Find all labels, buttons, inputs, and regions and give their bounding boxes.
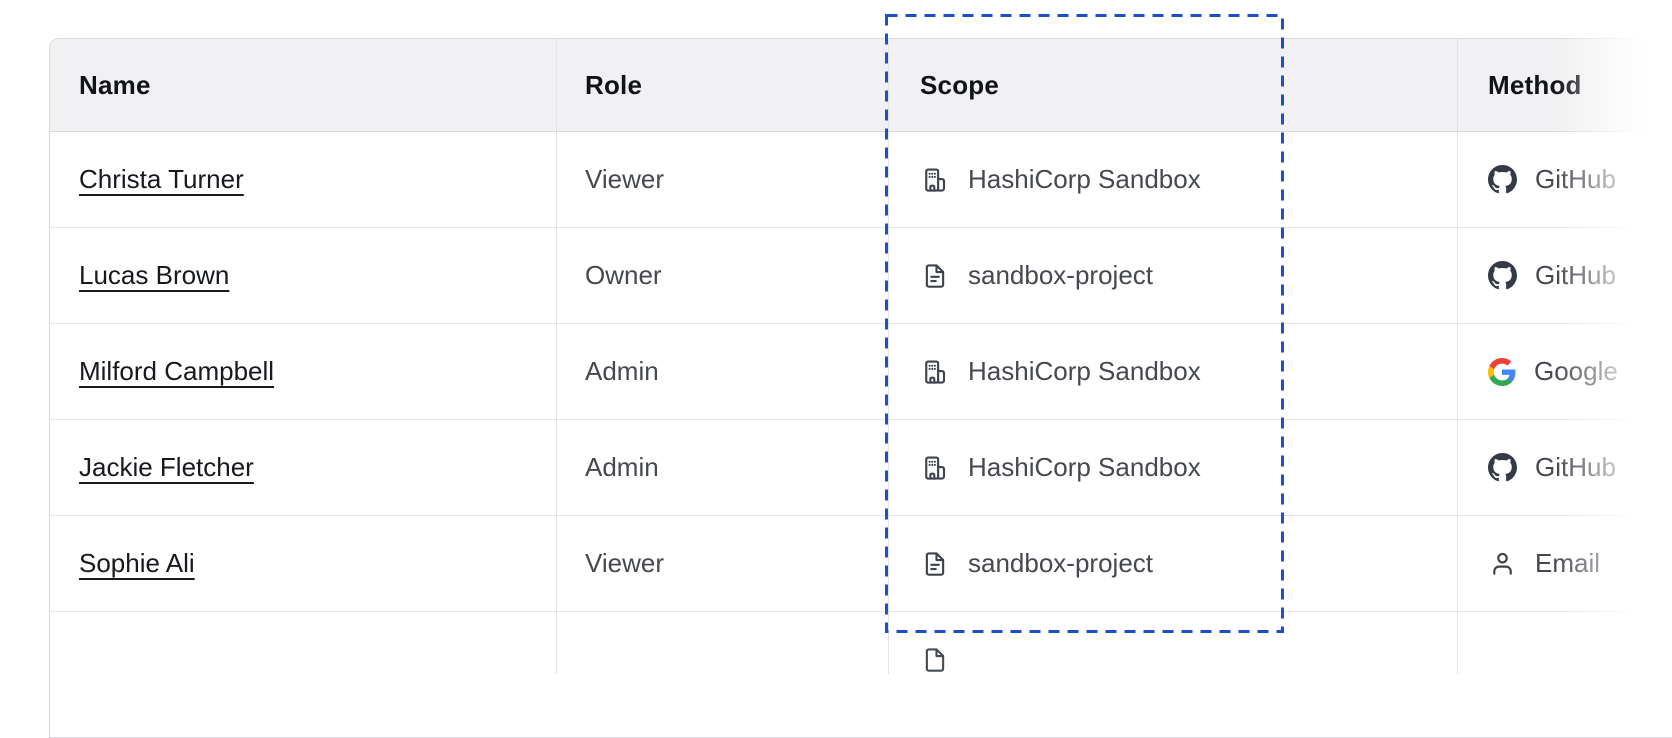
column-header-method: Method — [1488, 69, 1582, 100]
github-icon — [1488, 165, 1517, 194]
scope-cell: HashiCorp Sandbox — [889, 132, 1458, 227]
building-icon — [920, 165, 950, 195]
document-icon — [920, 261, 950, 291]
role-cell: Admin — [557, 324, 889, 419]
method-cell: GitHub — [1458, 420, 1672, 515]
name-cell — [50, 612, 557, 674]
role-value: Viewer — [585, 548, 665, 578]
scope-cell: HashiCorp Sandbox — [889, 420, 1458, 515]
scope-cell: HashiCorp Sandbox — [889, 324, 1458, 419]
scope-value: HashiCorp Sandbox — [968, 164, 1201, 194]
method-cell — [1458, 612, 1672, 674]
name-cell: Milford Campbell — [50, 324, 557, 419]
document-icon — [920, 645, 950, 675]
name-cell: Sophie Ali — [50, 516, 557, 611]
scope-value: sandbox-project — [968, 260, 1153, 290]
scope-value: sandbox-project — [968, 548, 1153, 578]
role-value: Admin — [585, 452, 659, 482]
scope-value: HashiCorp Sandbox — [968, 452, 1201, 482]
role-value: Viewer — [585, 164, 665, 194]
document-icon — [920, 549, 950, 579]
method-value: Google — [1534, 356, 1618, 386]
scope-cell: sandbox-project — [889, 516, 1458, 611]
column-header-name: Name — [50, 39, 557, 131]
name-cell: Lucas Brown — [50, 228, 557, 323]
role-cell: Viewer — [557, 132, 889, 227]
role-cell — [557, 612, 889, 674]
building-icon — [920, 453, 950, 483]
member-name-link[interactable]: Milford Campbell — [79, 356, 275, 386]
role-cell: Admin — [557, 420, 889, 515]
github-icon — [1488, 453, 1517, 482]
table-row: Sophie Ali Viewer sandbox-project — [50, 516, 1672, 612]
member-name-link[interactable]: Jackie Fletcher — [79, 452, 254, 482]
method-cell: GitHub — [1458, 228, 1672, 323]
role-cell: Viewer — [557, 516, 889, 611]
table-row-partial — [50, 612, 1672, 674]
scope-cell — [889, 612, 1458, 674]
google-icon — [1488, 357, 1516, 386]
column-header-role: Role — [557, 39, 889, 131]
method-cell: Google — [1458, 324, 1672, 419]
github-icon — [1488, 261, 1517, 290]
table-row: Jackie Fletcher Admin HashiCorp Sandbox — [50, 420, 1672, 516]
table-row: Christa Turner Viewer HashiCorp Sandbox — [50, 132, 1672, 228]
name-cell: Christa Turner — [50, 132, 557, 227]
method-cell: Email — [1458, 516, 1672, 611]
scope-value: HashiCorp Sandbox — [968, 356, 1201, 386]
role-value: Admin — [585, 356, 659, 386]
member-name-link[interactable]: Lucas Brown — [79, 260, 230, 290]
method-value: GitHub — [1535, 260, 1616, 290]
table-header-row: Name Role Scope Method — [50, 39, 1672, 132]
table-row: Milford Campbell Admin HashiCorp Sandbox — [50, 324, 1672, 420]
method-value: Email — [1535, 548, 1601, 578]
method-value: GitHub — [1535, 452, 1616, 482]
role-cell: Owner — [557, 228, 889, 323]
member-name-link[interactable]: Christa Turner — [79, 164, 244, 194]
column-header-scope: Scope — [889, 39, 1458, 131]
table-row: Lucas Brown Owner sandbox-project GitHub — [50, 228, 1672, 324]
members-table: Name Role Scope Method Christa Turner Vi… — [49, 38, 1672, 738]
scope-cell: sandbox-project — [889, 228, 1458, 323]
name-cell: Jackie Fletcher — [50, 420, 557, 515]
method-cell: GitHub — [1458, 132, 1672, 227]
building-icon — [920, 357, 950, 387]
user-icon — [1488, 549, 1517, 578]
member-name-link[interactable]: Sophie Ali — [79, 548, 195, 578]
method-value: GitHub — [1535, 164, 1616, 194]
role-value: Owner — [585, 260, 662, 290]
